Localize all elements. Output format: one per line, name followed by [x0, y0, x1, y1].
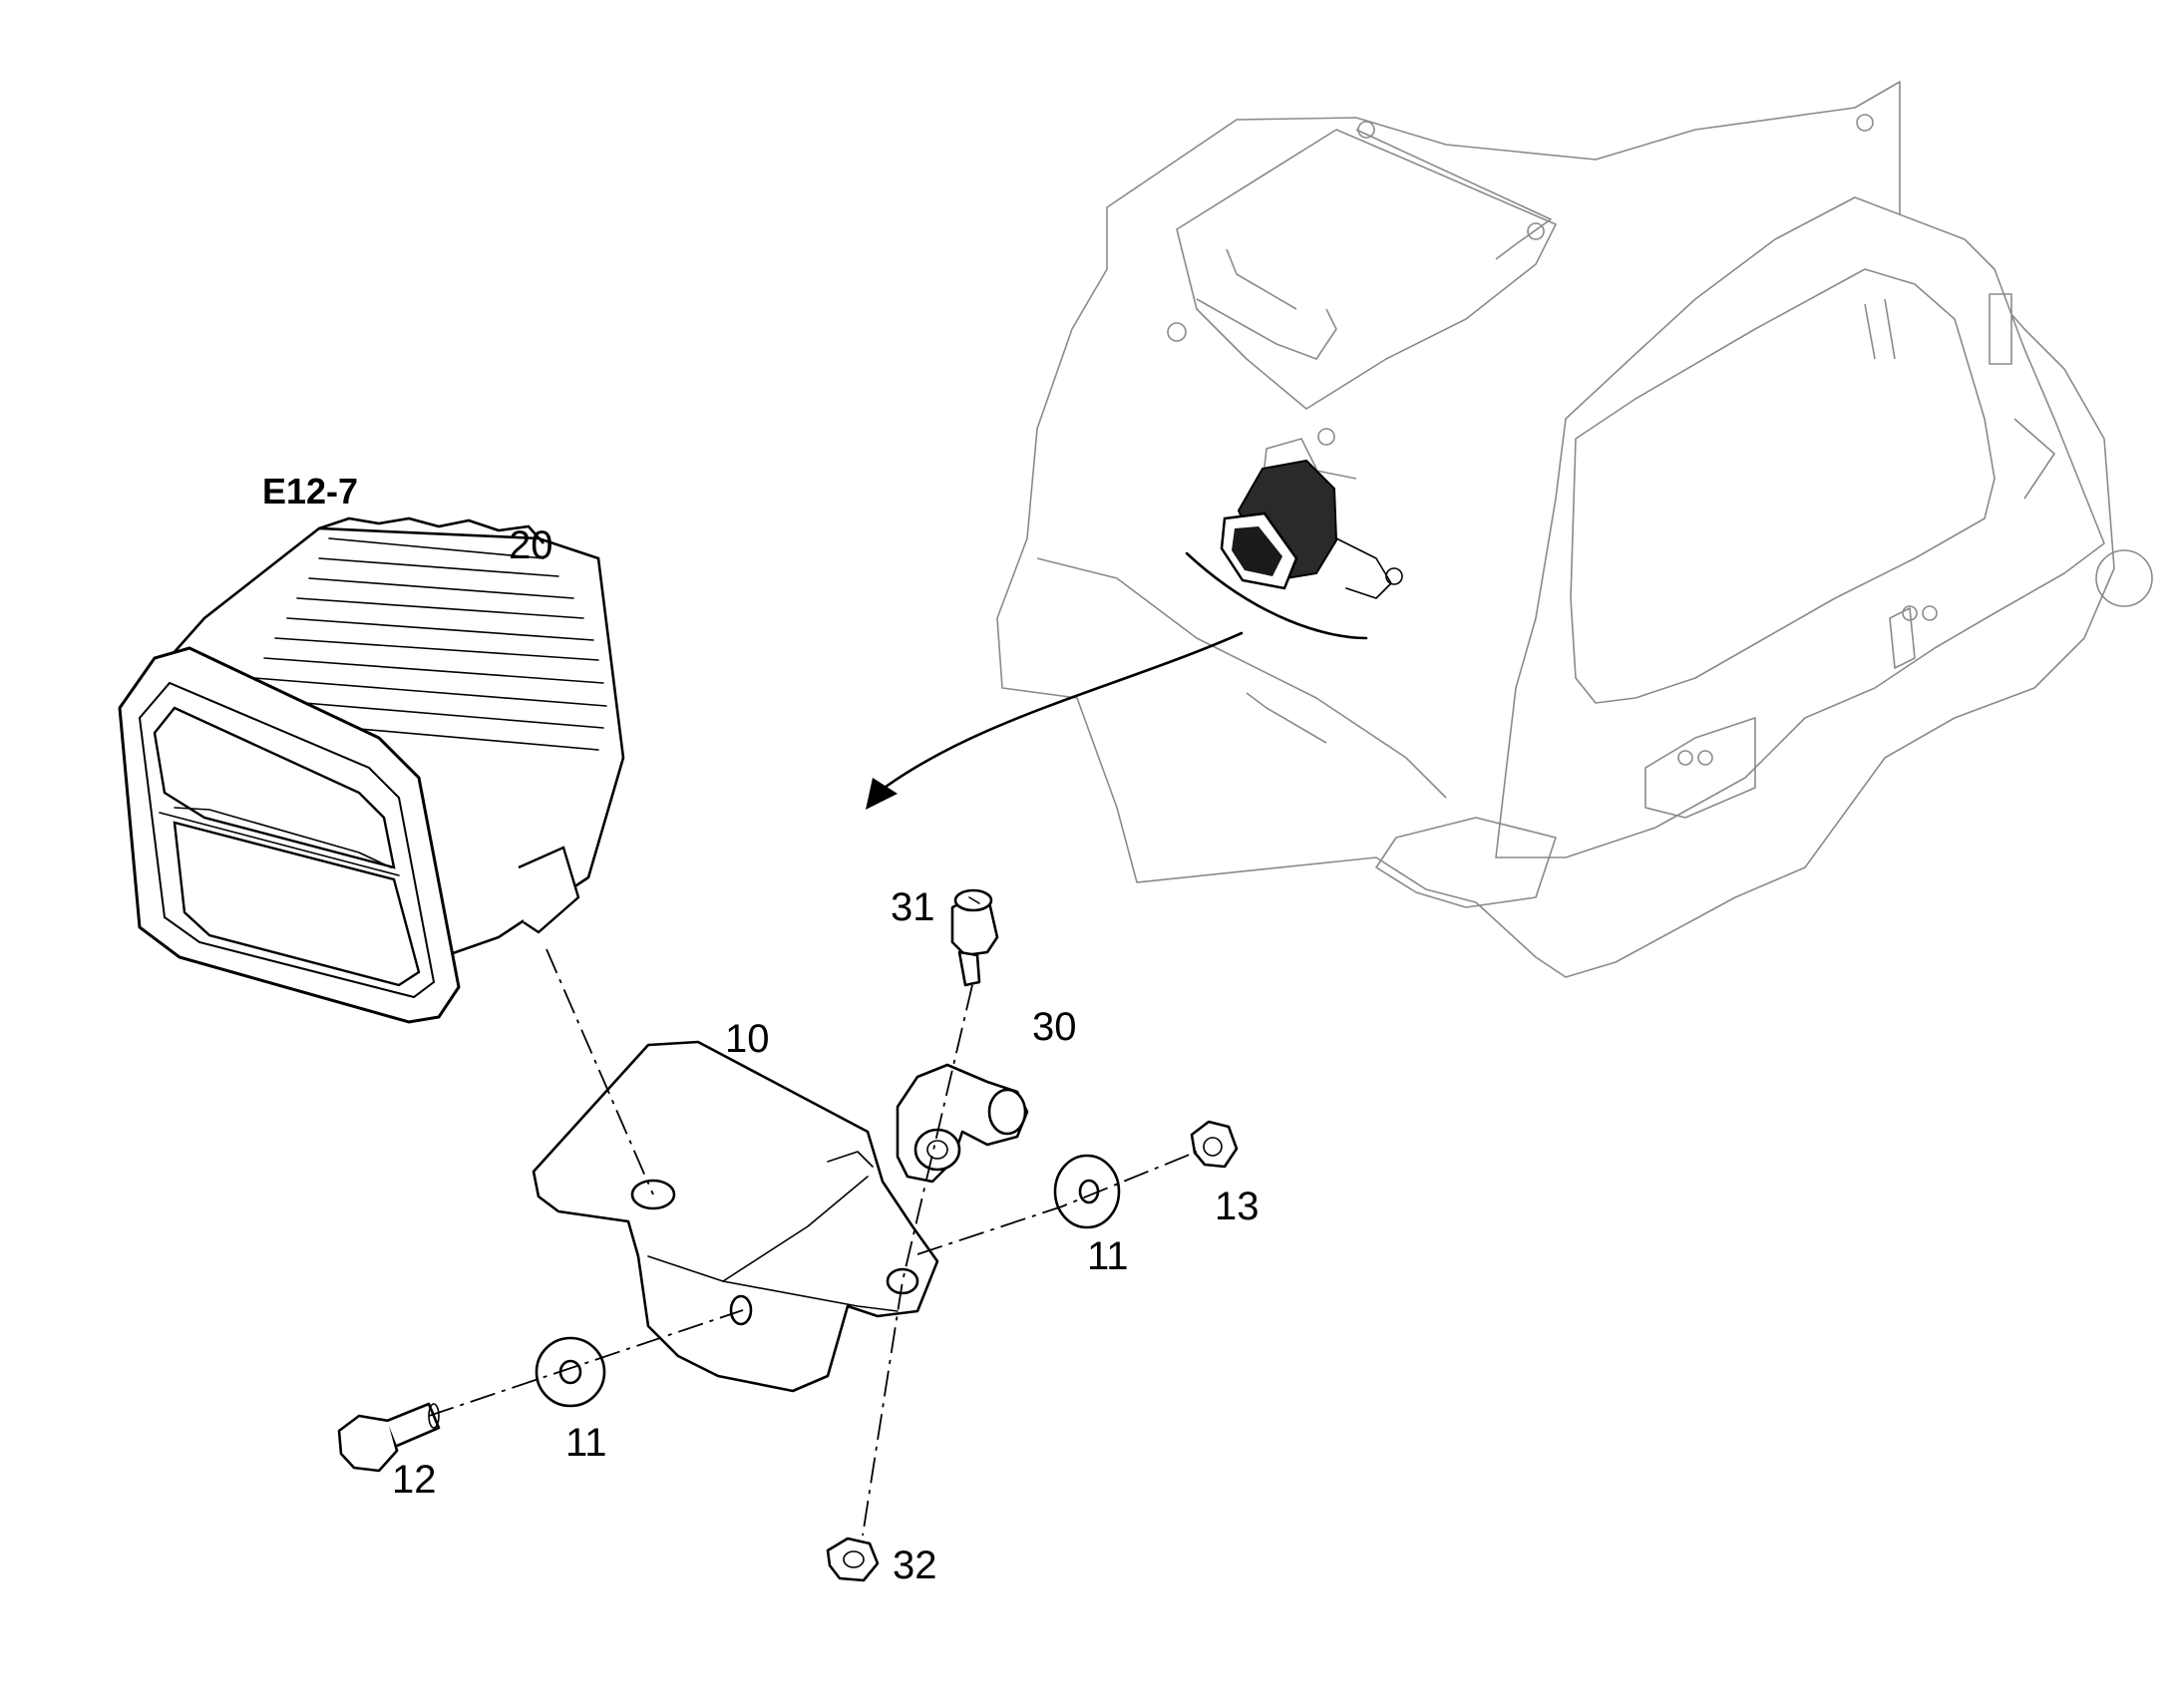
callout-12: 12 [392, 1458, 437, 1502]
nut-13 [1190, 1120, 1239, 1169]
washer-11-left [535, 1336, 606, 1408]
location-arrow [866, 551, 1368, 810]
callout-10: 10 [725, 1017, 770, 1061]
callout-11-right: 11 [1087, 1234, 1129, 1278]
callout-32: 32 [893, 1543, 937, 1587]
mounting-bracket-10 [532, 1040, 939, 1393]
callout-13: 13 [1215, 1185, 1260, 1228]
callout-31: 31 [891, 885, 935, 929]
work-lamp-20 [118, 516, 625, 1024]
callout-30: 30 [1032, 1005, 1077, 1049]
clamp-30 [896, 1063, 1029, 1184]
bolt-31 [950, 888, 999, 987]
callout-20: 20 [509, 523, 553, 567]
nut-32 [826, 1537, 880, 1582]
assembly-centerlines [428, 948, 1198, 1537]
bolt-12 [337, 1402, 441, 1473]
machine-cab-context [996, 81, 2153, 978]
drawing-reference-heading: E12-7 [262, 471, 358, 512]
washer-11-right [1053, 1154, 1121, 1229]
callout-11-left: 11 [565, 1421, 607, 1465]
installed-lamp-thumbnail [1220, 459, 1403, 599]
